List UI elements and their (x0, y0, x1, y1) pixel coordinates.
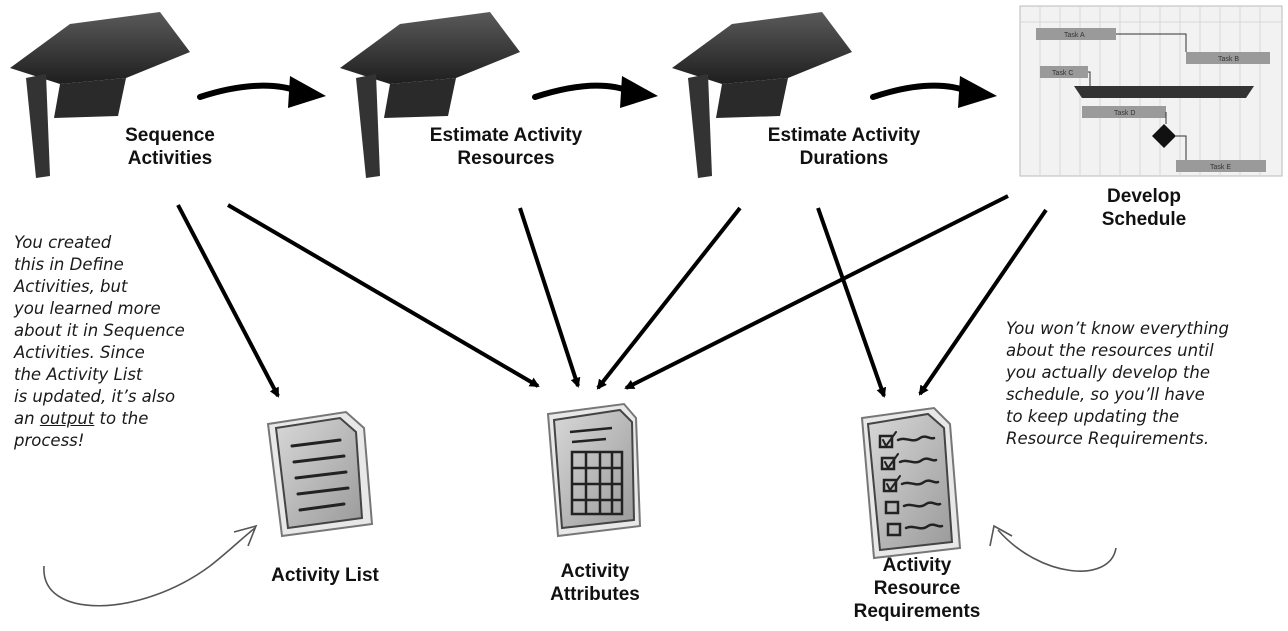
gantt-chart-icon: Task A Task B Task C Task D Task E (1019, 5, 1283, 177)
output-label-line: Attributes (550, 584, 640, 605)
note-arrow-left (43, 527, 256, 607)
output-label-line: Activity List (271, 565, 379, 586)
activity-list-doc-icon (266, 410, 374, 538)
grad-cap-icon-sequence (10, 12, 190, 178)
gantt-task-d: Task D (1114, 110, 1135, 117)
gantt-task-c: Task C (1052, 70, 1073, 77)
note-line: Activities. Since (14, 343, 145, 362)
note-line: Resource Requirements. (1006, 429, 1210, 448)
process-label-estimate-durations: Estimate Activity Durations (744, 124, 944, 170)
note-line: You won’t know everything (1006, 319, 1229, 338)
process-label-estimate-resources: Estimate Activity Resources (406, 124, 606, 170)
process-label-sequence-activities: Sequence Activities (100, 124, 240, 170)
note-line: You created (14, 233, 112, 252)
gantt-task-b: Task B (1218, 56, 1239, 63)
note-right: You won’t know everything about the reso… (1006, 318, 1229, 450)
process-label-line: Schedule (1101, 209, 1187, 230)
output-arrow (226, 203, 540, 388)
note-left: You created this in Define Activities, b… (14, 232, 185, 452)
flow-arrow (870, 82, 973, 100)
note-line: the Activity List (14, 365, 143, 384)
output-label-line: Resource (873, 578, 961, 599)
output-label-activity-list: Activity List (250, 564, 400, 587)
output-arrow (596, 206, 742, 390)
process-label-line: Estimate Activity (767, 125, 921, 146)
process-label-line: Activities (127, 148, 213, 169)
output-arrow (176, 204, 280, 398)
note-line: an output to the (14, 408, 185, 430)
note-line: Activities, but (14, 277, 128, 296)
output-label-line: Activity (560, 561, 630, 582)
activity-attributes-doc-icon (546, 402, 642, 538)
note-arrow-left-head (233, 524, 258, 547)
output-arrow (816, 207, 887, 398)
note-line: is updated, it’s also (14, 387, 176, 406)
note-line: schedule, so you’ll have (1006, 385, 1205, 404)
gantt-task-e: Task E (1210, 164, 1231, 171)
note-line: this in Define (14, 255, 124, 274)
output-label-resource-requirements: Activity Resource Requirements (842, 554, 992, 623)
output-label-activity-attributes: Activity Attributes (530, 560, 660, 606)
note-line: you actually develop the (1006, 363, 1210, 382)
process-label-line: Resources (457, 148, 555, 169)
note-line: process! (14, 431, 85, 450)
process-label-line: Sequence (125, 125, 215, 146)
output-label-line: Requirements (853, 601, 981, 622)
note-text: an (14, 409, 40, 428)
note-arrow-right-head (989, 524, 1013, 547)
flow-arrow-head (958, 76, 997, 108)
flow-arrow-head (620, 76, 658, 108)
note-line: about the resources until (1006, 341, 1214, 360)
output-label-line: Activity (882, 555, 952, 576)
process-label-line: Estimate Activity (429, 125, 583, 146)
note-arrow-right (997, 529, 1117, 572)
output-arrow (624, 194, 1009, 390)
process-label-develop-schedule: Develop Schedule (1084, 185, 1204, 231)
note-line: about it in Sequence (14, 321, 185, 340)
grad-cap-icon-resources (340, 12, 520, 178)
output-arrow (518, 207, 581, 388)
process-label-line: Durations (799, 148, 889, 169)
note-line: you learned more (14, 299, 161, 318)
process-label-line: Develop (1107, 186, 1181, 207)
gantt-task-a: Task A (1064, 32, 1085, 39)
flow-arrow (532, 82, 635, 100)
grad-cap-icon-durations (672, 12, 852, 178)
output-arrow (918, 208, 1048, 396)
flow-arrow (197, 82, 303, 100)
note-underlined-output: output (39, 409, 95, 428)
note-text: to the (94, 409, 149, 428)
resource-requirements-doc-icon (860, 406, 962, 560)
flow-arrow-head (288, 76, 326, 108)
note-line: to keep updating the (1006, 407, 1180, 426)
